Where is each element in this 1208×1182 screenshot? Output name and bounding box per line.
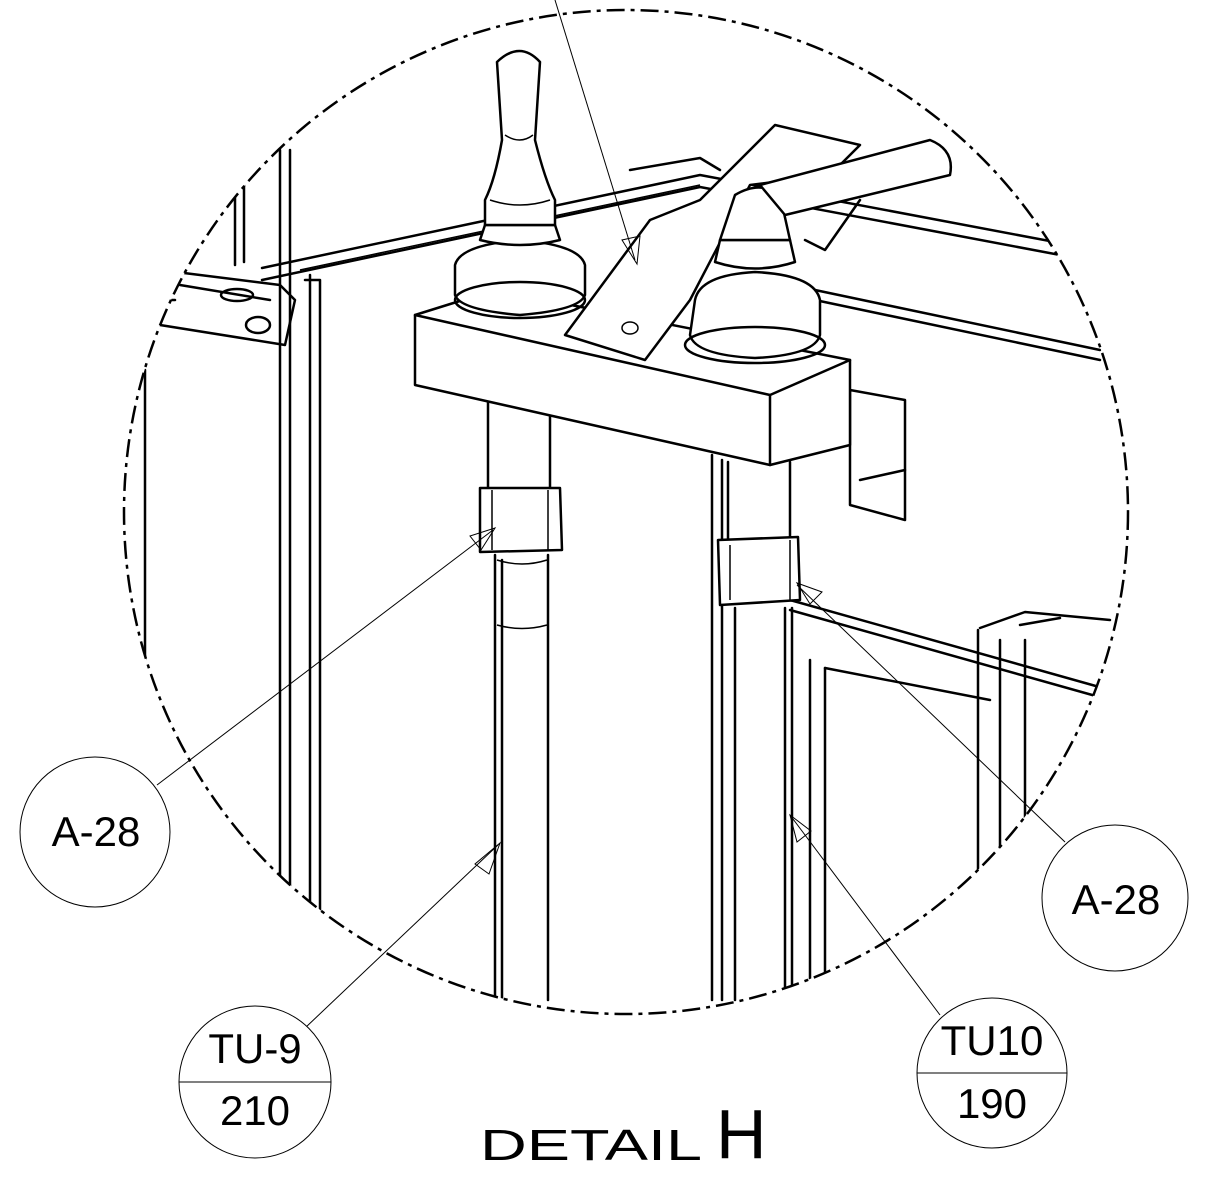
arrowhead-a28-right <box>795 582 823 605</box>
left-wall-panels <box>143 148 322 957</box>
balloon-tu9: TU-9 210 <box>178 1005 332 1159</box>
tube-tu9 <box>478 398 564 1002</box>
balloon-tu10-qty: 190 <box>957 1080 1027 1127</box>
balloon-tu9-qty: 210 <box>220 1087 290 1134</box>
detail-boundary-circle <box>122 8 1130 1016</box>
right-handle <box>683 138 953 365</box>
balloon-tu10: TU10 190 <box>916 997 1068 1149</box>
arrowhead-tu9 <box>474 841 502 875</box>
balloon-a28-left-label: A-28 <box>52 808 141 855</box>
detail-caption: DETAIL H <box>480 1095 767 1173</box>
assembly-drawing <box>143 49 1128 1002</box>
balloon-a28-right: A-28 <box>1041 824 1189 972</box>
balloon-a28-right-label: A-28 <box>1072 876 1161 923</box>
leader-lines <box>156 0 1066 1029</box>
strap-plate <box>563 123 862 362</box>
detail-caption-letter: H <box>716 1095 767 1173</box>
arrowhead-tu10 <box>789 813 812 843</box>
right-frame <box>788 288 1112 982</box>
detail-caption-word: DETAIL <box>480 1121 702 1170</box>
tube-tu10 <box>710 453 802 1002</box>
leader-arrowheads <box>469 235 823 875</box>
left-bracket <box>148 268 297 347</box>
arrowhead-top <box>621 235 641 266</box>
balloon-tu10-part: TU10 <box>941 1017 1044 1064</box>
left-handle <box>453 49 587 320</box>
back-frame-rail <box>260 156 1128 282</box>
arrowhead-a28-left <box>469 527 497 551</box>
balloon-a28-left: A-28 <box>19 756 171 908</box>
balloon-tu9-part: TU-9 <box>208 1025 301 1072</box>
